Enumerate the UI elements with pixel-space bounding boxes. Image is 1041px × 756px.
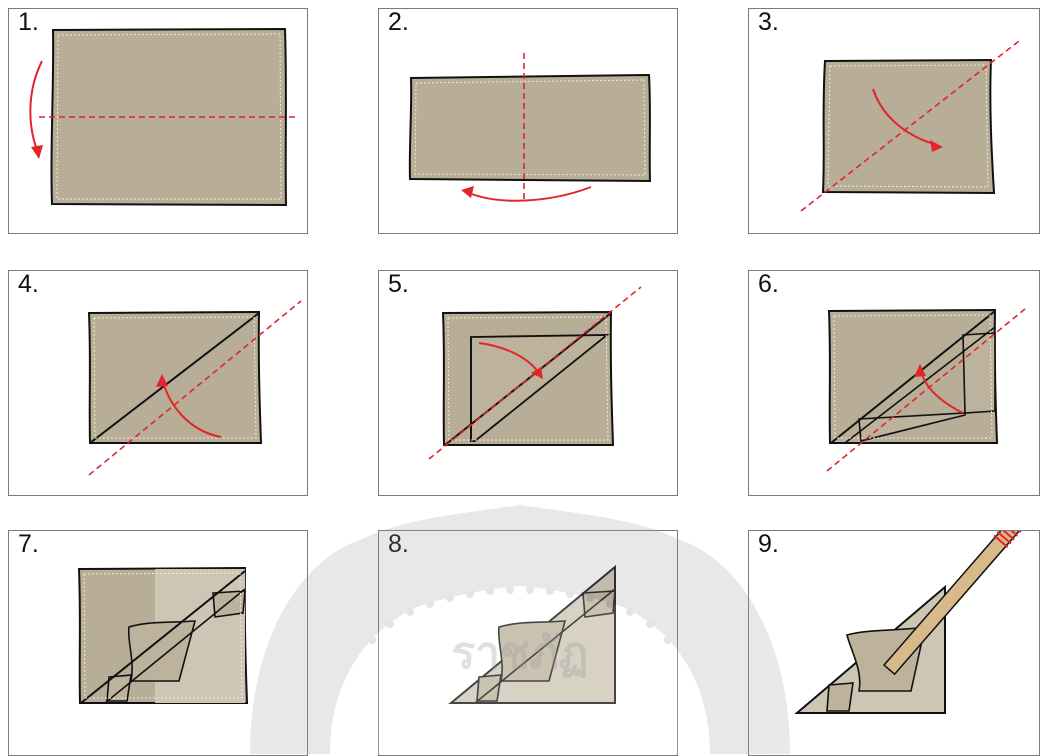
step-1-number: 1. [18,8,39,36]
fold-line [428,286,642,460]
step-8-panel: 8. [378,530,678,756]
fold-arrow [29,60,43,156]
step-5-number: 5. [388,270,409,298]
step-8-illustration [448,564,616,704]
step-6-illustration [826,308,1026,472]
step-5-illustration [428,286,642,460]
step-3-illustration [800,40,1020,212]
wooden-stick [882,531,1039,676]
step-5-panel: 5. [378,270,678,496]
step-4-illustration [87,300,302,476]
step-7-illustration [77,566,249,704]
step-9-number: 9. [758,530,779,558]
step-6-number: 6. [758,270,779,298]
step-7-number: 7. [18,530,39,558]
step-1-panel: 1. [8,8,308,234]
step-9-panel: 9. [748,530,1040,756]
fold-arrow [478,342,540,374]
step-8-number: 8. [388,530,409,558]
step-3-number: 3. [758,8,779,36]
fold-line [826,308,1026,472]
step-9-illustration [794,531,1039,714]
step-2-number: 2. [388,8,409,36]
step-4-panel: 4. [8,270,308,496]
step-6-panel: 6. [748,270,1040,496]
step-7-panel: 7. [8,530,308,756]
step-1-illustration [29,27,295,207]
step-4-number: 4. [18,270,39,298]
fold-arrow [872,88,938,146]
step-2-panel: 2. [378,8,678,234]
fold-line [88,300,302,476]
step-2-illustration [408,53,652,202]
fold-arrow [162,380,222,438]
step-3-panel: 3. [748,8,1040,234]
fold-line [800,40,1020,212]
fold-arrow [468,186,592,202]
